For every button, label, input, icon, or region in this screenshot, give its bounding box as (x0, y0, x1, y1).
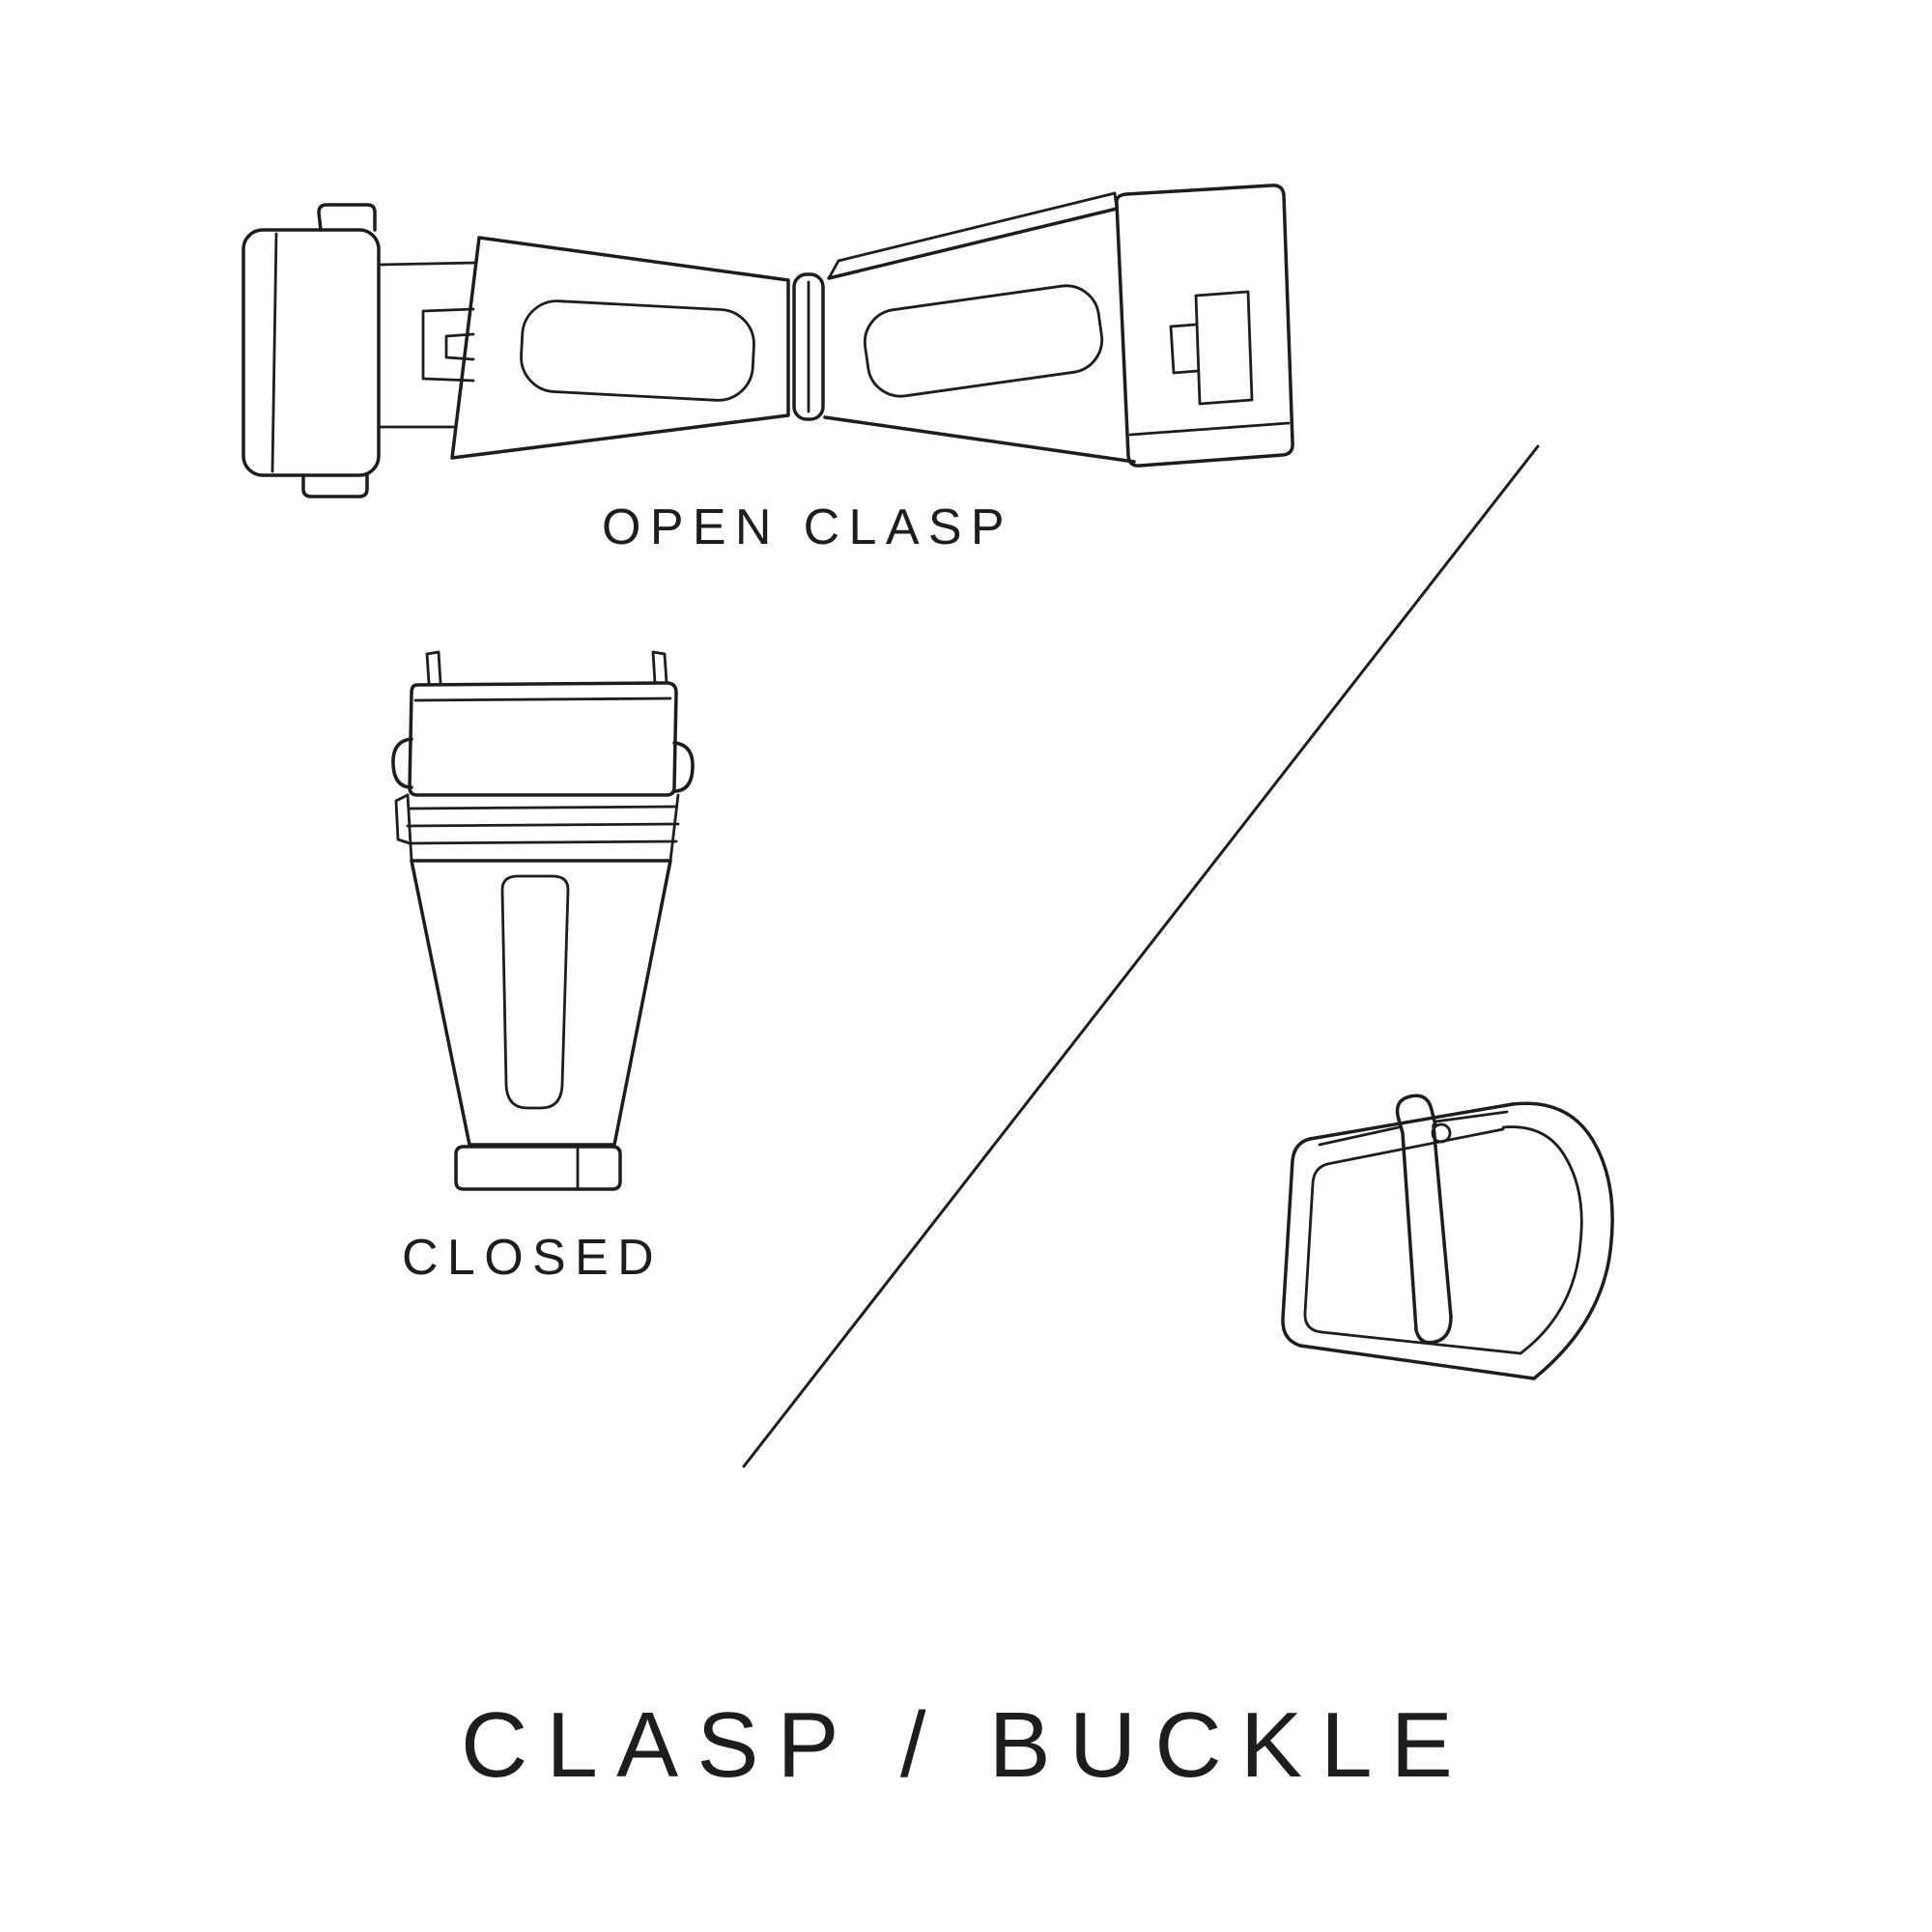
buckle-frame (1281, 1101, 1614, 1380)
closed-clasp-body (410, 859, 672, 1147)
closed-clasp-hinge-band (394, 793, 680, 863)
buckle-tongue (1395, 1094, 1453, 1345)
buckle-pin (1318, 1110, 1509, 1147)
page-title: CLASP / BUCKLE (460, 1693, 1472, 1797)
closed-clasp-prongs (425, 650, 668, 685)
buckle-illustration (1281, 1094, 1614, 1380)
open-clasp-left-arm (377, 236, 790, 460)
open-clasp-left-block (242, 203, 381, 498)
closed-clasp-illustration (391, 650, 695, 1191)
closed-clasp-cover (391, 681, 695, 797)
closed-clasp-foot (454, 1145, 622, 1191)
open-clasp-label: OPEN CLASP (602, 499, 1013, 555)
closed-clasp-label: CLOSED (402, 1230, 663, 1286)
open-clasp-right-block (1115, 184, 1294, 468)
open-clasp-hinge (792, 272, 825, 421)
open-clasp-illustration (242, 184, 1294, 498)
